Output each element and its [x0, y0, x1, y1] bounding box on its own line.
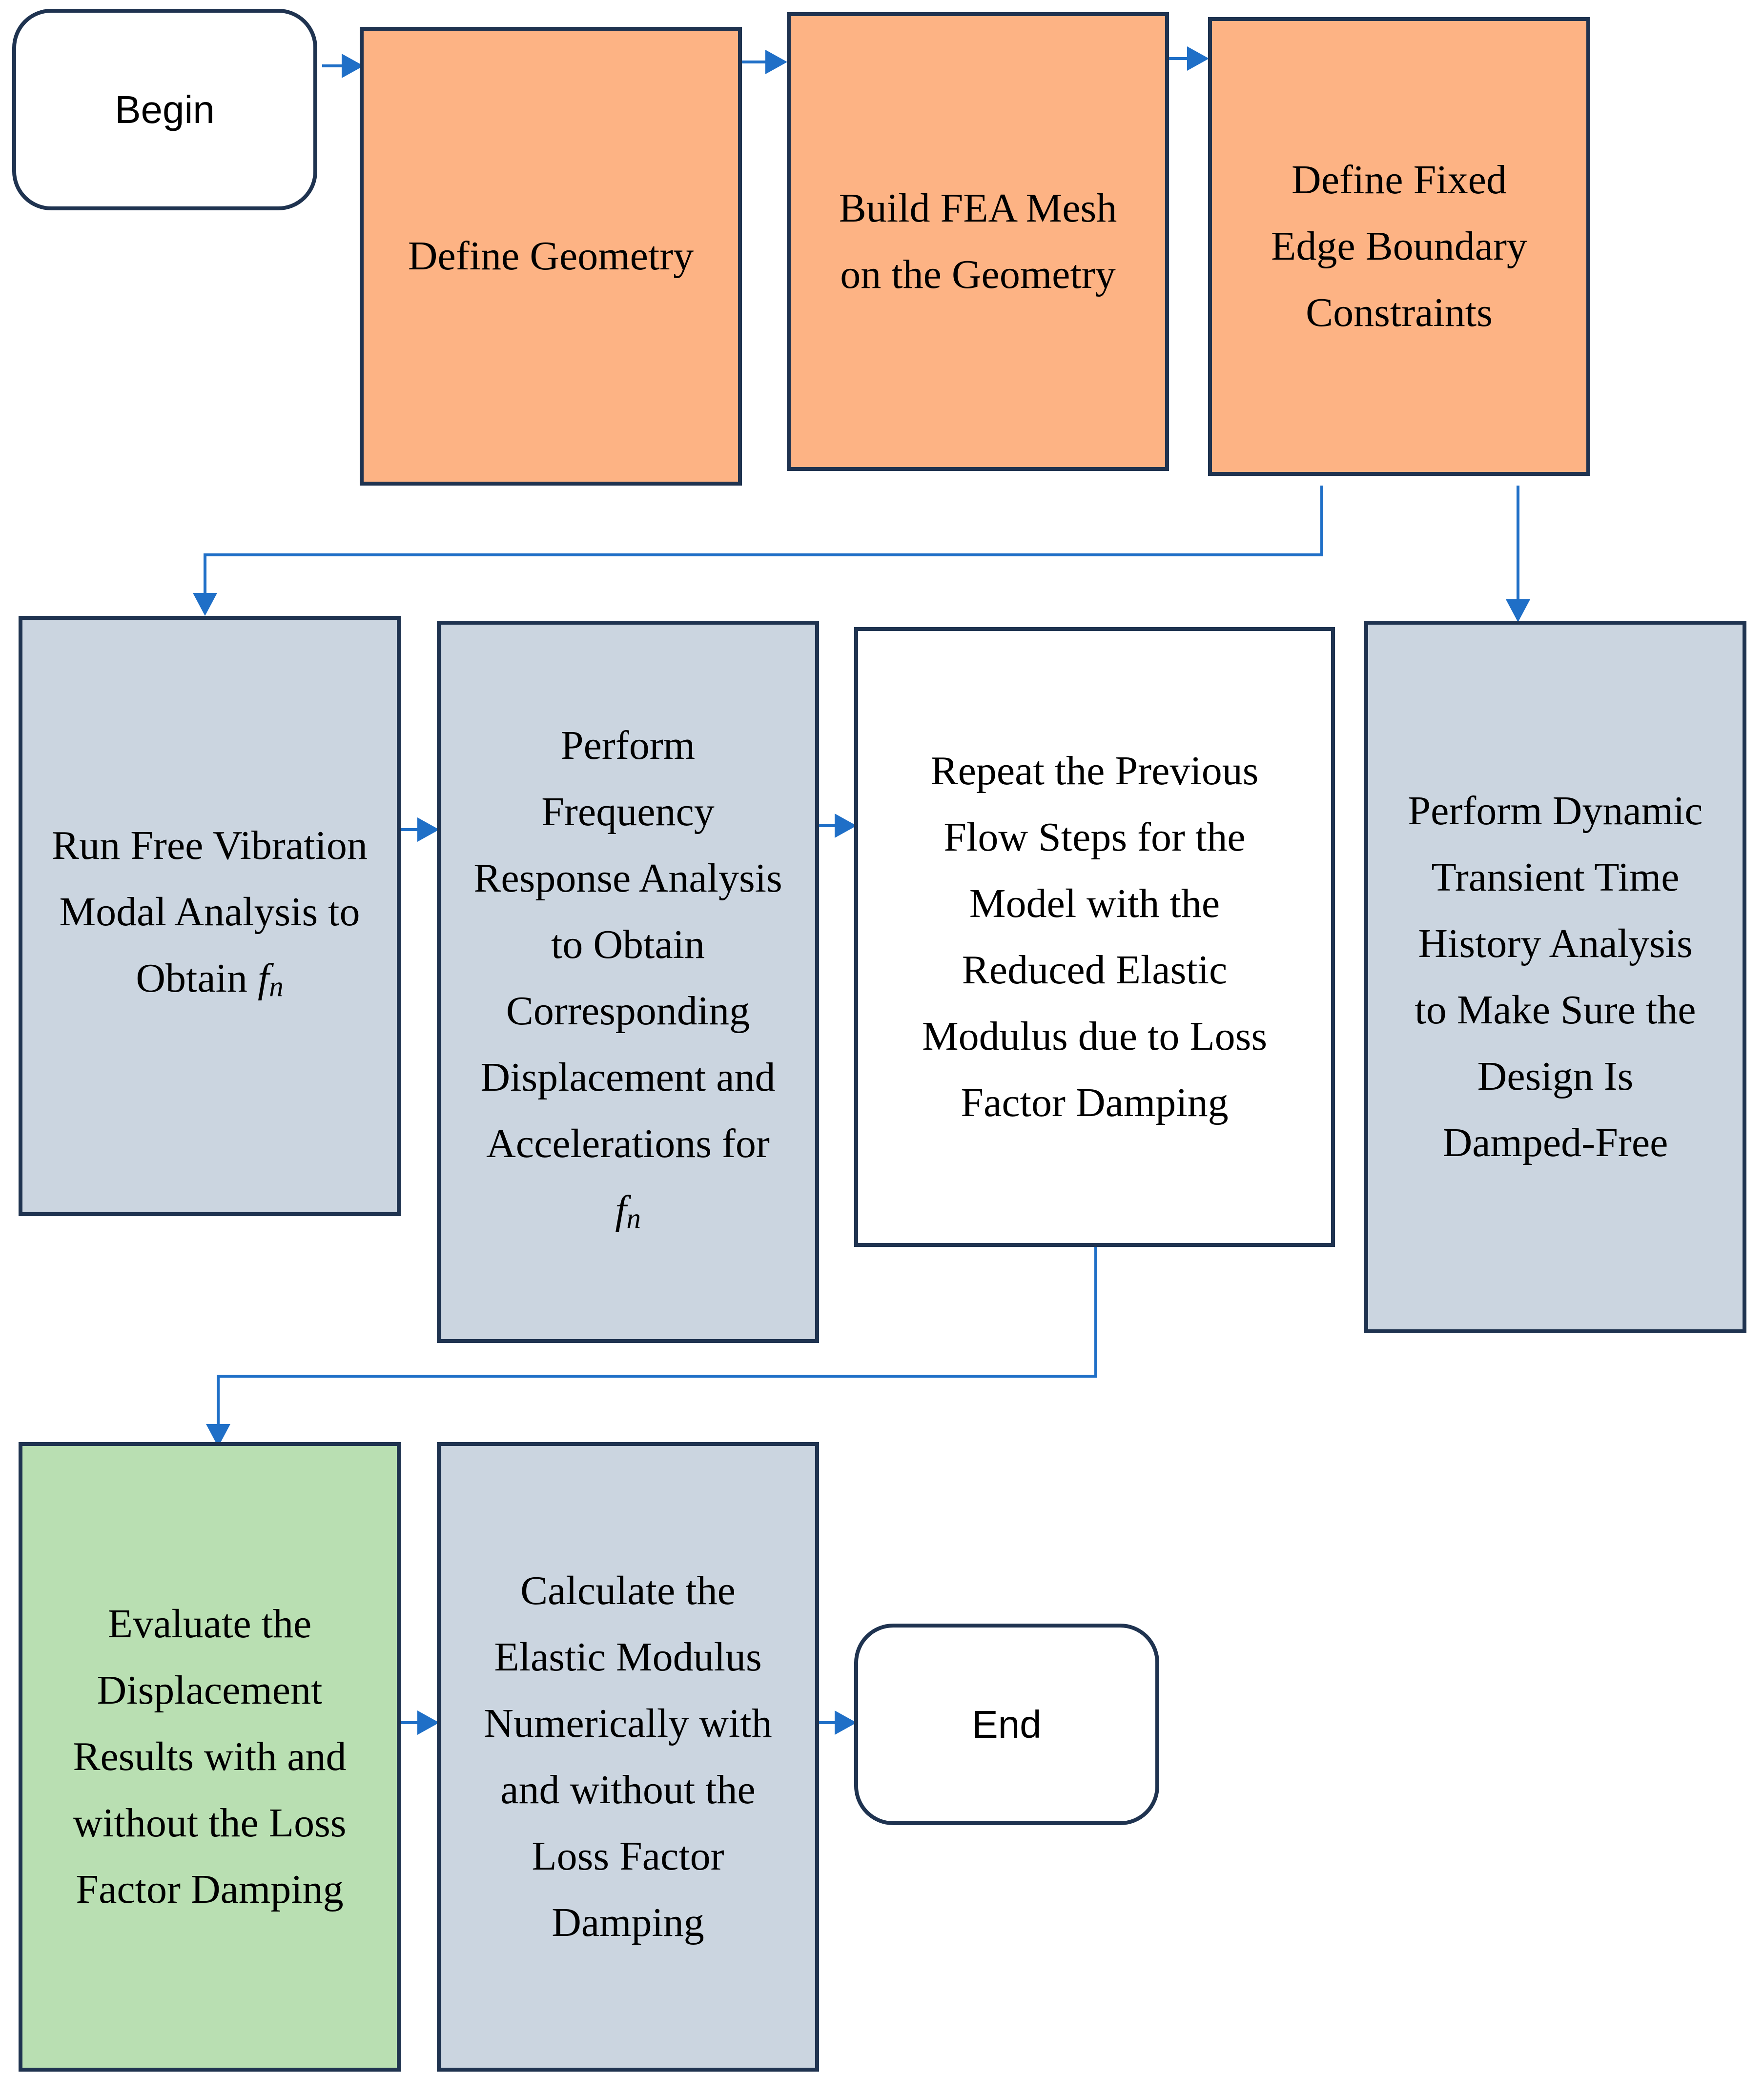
arrow-constraints-to-modal	[193, 486, 1323, 616]
natural-frequency-symbol: fn	[257, 955, 284, 1002]
evaluate-results-label: Evaluate the Displacement Results with a…	[73, 1601, 347, 1912]
evaluate-results-step: Evaluate the Displacement Results with a…	[19, 1442, 401, 2072]
frequency-response-subscript: n	[626, 1202, 641, 1234]
natural-frequency-subscript: n	[269, 970, 284, 1002]
repeat-steps-label: Repeat the Previous Flow Steps for the M…	[922, 748, 1268, 1125]
arrow-begin-to-geometry	[322, 54, 364, 78]
frequency-response-text: Perform Frequency Response Analysis to O…	[473, 722, 782, 1166]
arrow-frequency-to-repeat	[815, 814, 857, 838]
frequency-response-f: f	[615, 1187, 627, 1233]
begin-label: Begin	[115, 87, 215, 131]
calculate-modulus-step: Calculate the Elastic Modulus Numericall…	[437, 1442, 819, 2072]
repeat-steps-step: Repeat the Previous Flow Steps for the M…	[854, 627, 1335, 1247]
calculate-modulus-label: Calculate the Elastic Modulus Numericall…	[484, 1568, 772, 1945]
natural-frequency-f: f	[257, 955, 269, 1001]
arrow-constraints-to-transient	[1506, 486, 1530, 622]
end-terminal: End	[854, 1624, 1159, 1825]
arrow-geometry-to-mesh	[742, 50, 787, 74]
transient-analysis-label: Perform Dynamic Transient Time History A…	[1408, 788, 1703, 1165]
build-mesh-label: Build FEA Mesh on the Geometry	[839, 185, 1117, 297]
modal-analysis-label: Run Free Vibration Modal Analysis to Obt…	[22, 813, 397, 1020]
arrow-modal-to-frequency	[400, 817, 439, 842]
define-geometry-label: Define Geometry	[408, 233, 694, 279]
build-mesh-step: Build FEA Mesh on the Geometry	[787, 12, 1169, 471]
transient-analysis-step: Perform Dynamic Transient Time History A…	[1364, 621, 1746, 1333]
define-constraints-step: Define Fixed Edge Boundary Constraints	[1208, 17, 1590, 476]
modal-analysis-text: Run Free Vibration Modal Analysis to Obt…	[52, 822, 368, 1001]
modal-analysis-step: Run Free Vibration Modal Analysis to Obt…	[19, 616, 401, 1216]
define-constraints-label: Define Fixed Edge Boundary Constraints	[1271, 157, 1527, 335]
frequency-response-symbol: fn	[615, 1187, 641, 1234]
arrow-evaluate-to-calculate	[400, 1710, 439, 1735]
define-geometry-step: Define Geometry	[360, 27, 742, 486]
end-label: End	[972, 1702, 1042, 1746]
arrow-calculate-to-end	[815, 1710, 857, 1735]
frequency-response-step: Perform Frequency Response Analysis to O…	[437, 621, 819, 1343]
arrow-repeat-to-evaluate	[206, 1247, 1097, 1447]
frequency-response-label: Perform Frequency Response Analysis to O…	[441, 712, 815, 1252]
arrow-mesh-to-constraints	[1167, 46, 1209, 71]
begin-terminal: Begin	[12, 9, 317, 210]
